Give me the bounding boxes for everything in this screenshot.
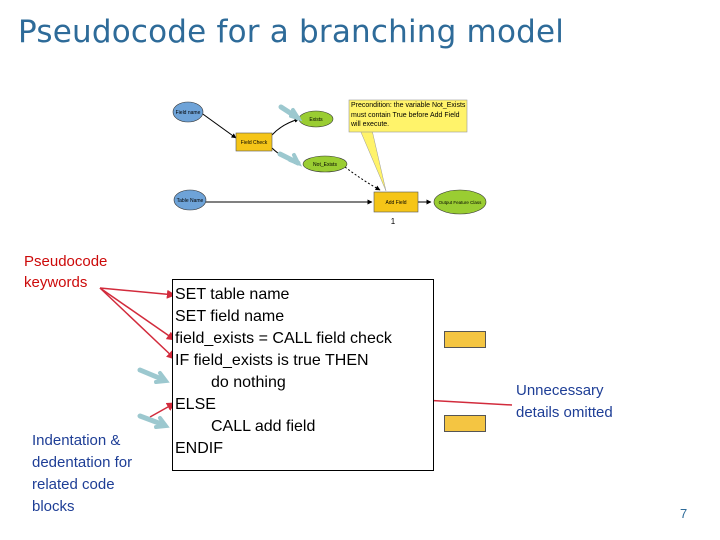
counter-label: 1 [391, 217, 396, 226]
slide-title: Pseudocode for a branching model [18, 14, 565, 50]
code-line-2: SET field name [175, 308, 285, 325]
code-line-8: ENDIF [175, 440, 223, 457]
code-line-6: ELSE [175, 396, 216, 413]
page-number: 7 [680, 506, 688, 521]
field-check-label: Field Check [241, 140, 268, 146]
field-name-variable [172, 101, 204, 123]
model-pointer-arrows [277, 104, 303, 167]
keywords-label: Pseudocode keywords [24, 253, 108, 291]
indentation-arrows [137, 367, 170, 429]
tool-swatch-top [444, 331, 486, 348]
code-line-7: CALL add field [211, 418, 316, 435]
field-name-label: Field name [176, 110, 201, 116]
precondition-text: Precondition: the variable Not_Exists mu… [351, 102, 466, 128]
not-exists-label: Not_Exists [313, 162, 337, 168]
output-variable [433, 189, 487, 215]
code-line-4: IF field_exists is true THEN [175, 352, 369, 369]
exists-label: Exists [309, 117, 323, 123]
add-field-label: Add Field [385, 200, 406, 206]
code-line-5: do nothing [211, 374, 286, 391]
field-check-tool [235, 132, 273, 152]
add-field-tool [373, 191, 419, 213]
omitted-details-label: Unnecessary details omitted [516, 382, 613, 421]
table-name-variable [173, 189, 207, 211]
output-label: Output Feature Class [439, 200, 483, 205]
pseudocode-box: SET table name SET field name field_exis… [172, 279, 434, 471]
not-exists-variable [302, 155, 348, 173]
code-line-1: SET table name [175, 286, 290, 303]
precondition-note [348, 99, 468, 133]
code-line-3: field_exists = CALL field check [175, 330, 392, 347]
precondition-callout-tail [359, 129, 387, 192]
table-name-label: Table Name [177, 198, 204, 204]
indentation-label: Indentation & dedentation for related co… [32, 432, 133, 515]
tool-swatch-bottom [444, 415, 486, 432]
